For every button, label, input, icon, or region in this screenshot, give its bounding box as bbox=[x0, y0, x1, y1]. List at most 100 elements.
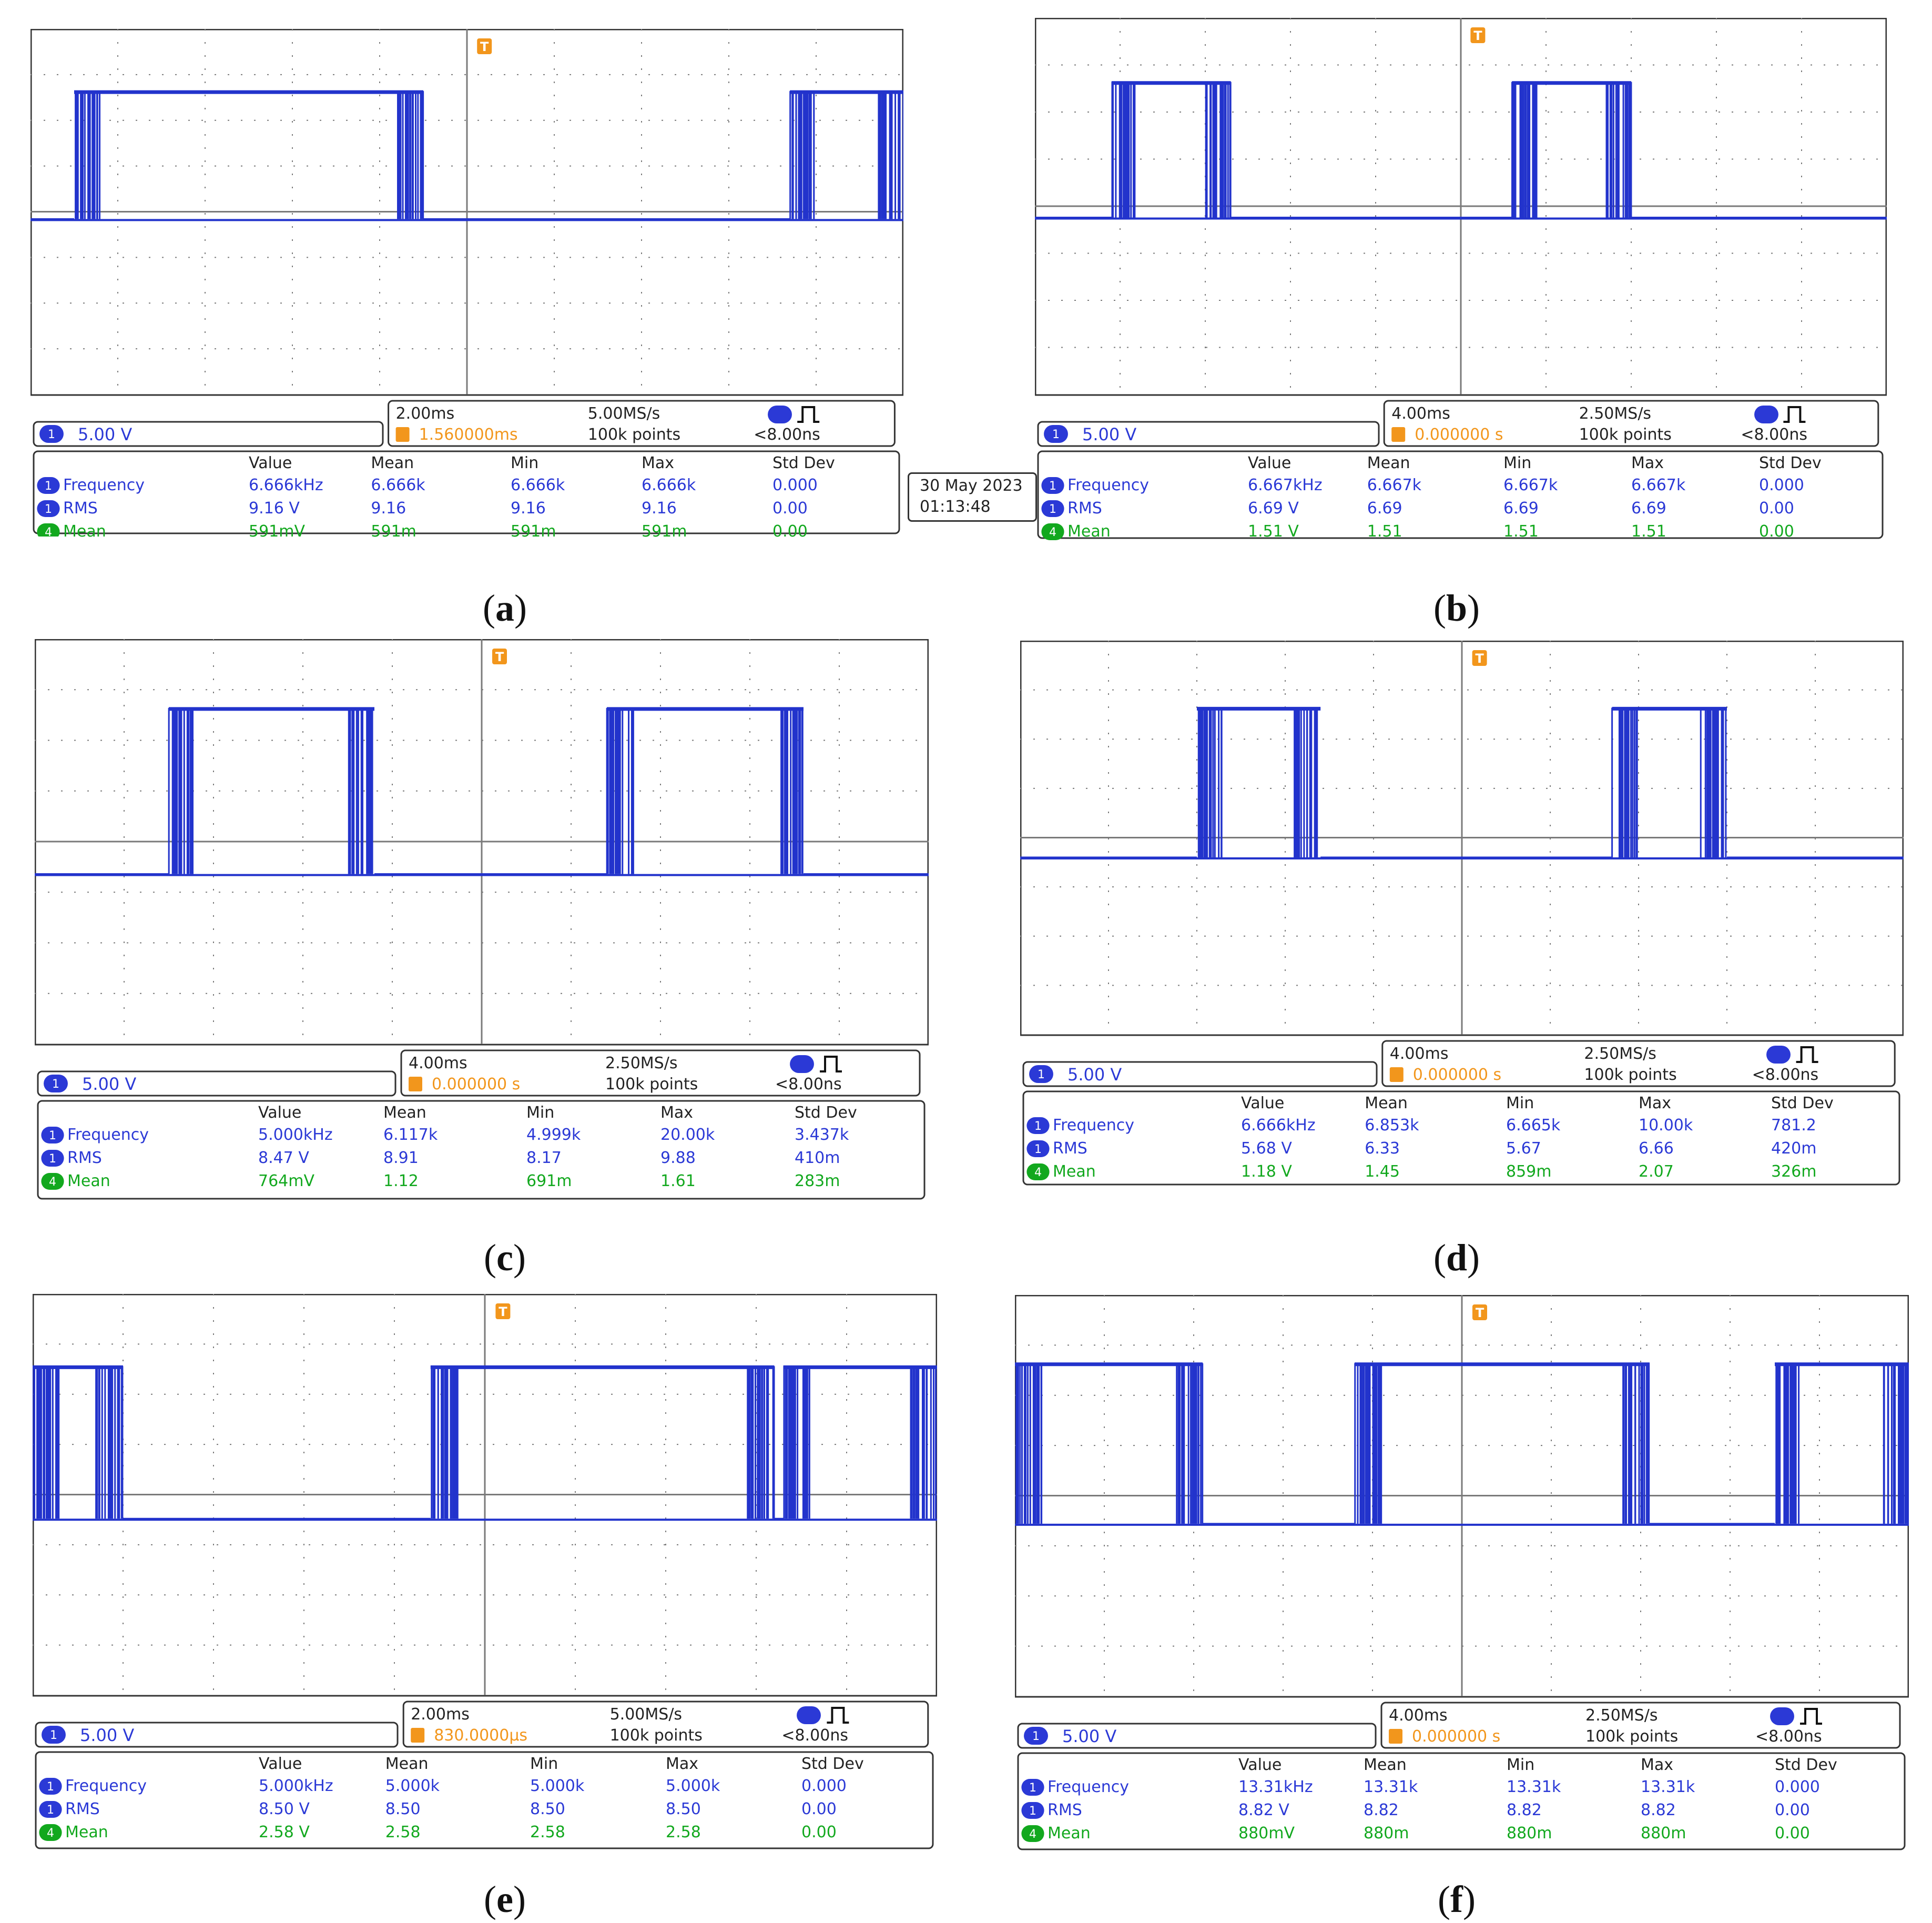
sample-rate-value: 5.00MS/s bbox=[587, 404, 660, 423]
measurement-value: 2.58 bbox=[666, 1823, 701, 1841]
measurement-value: 1.45 bbox=[1365, 1162, 1400, 1181]
measurement-name: RMS bbox=[67, 1149, 102, 1167]
caption-letter: b bbox=[1446, 587, 1468, 629]
trigger-threshold-value: <8.00ns bbox=[775, 1075, 842, 1094]
trigger-delay-value: 0.000000 s bbox=[432, 1075, 521, 1094]
record-length-value: 100k points bbox=[587, 426, 681, 444]
caption-letter: e bbox=[496, 1878, 513, 1920]
measurement-value: 0.000 bbox=[1759, 476, 1804, 494]
graticule-grid bbox=[30, 29, 903, 394]
channel-badge-icon bbox=[42, 1726, 66, 1744]
measurement-value: 6.69 bbox=[1367, 499, 1402, 518]
measurement-value: 8.50 bbox=[385, 1800, 421, 1818]
pulse-edge-icon bbox=[1800, 1708, 1822, 1725]
channel-badge-icon bbox=[1770, 1707, 1794, 1725]
measurement-header: Std Dev bbox=[1775, 1756, 1837, 1774]
measurement-value: 0.00 bbox=[1759, 499, 1794, 518]
channel-scale-box bbox=[1017, 1723, 1377, 1749]
measurement-name: RMS bbox=[63, 499, 98, 518]
measurement-header: Mean bbox=[371, 454, 414, 472]
sample-rate-value: 2.50MS/s bbox=[1584, 1045, 1656, 1063]
measurement-value: 764mV bbox=[258, 1172, 315, 1190]
measurement-value: 326m bbox=[1771, 1162, 1817, 1181]
caption-f: (f) bbox=[1438, 1878, 1476, 1920]
graticule-grid bbox=[1015, 1295, 1909, 1696]
channel-badge-icon bbox=[39, 425, 64, 443]
measurement-name: Frequency bbox=[1067, 476, 1149, 494]
channel-badge-icon bbox=[1026, 1117, 1050, 1134]
measurement-value: 8.82 bbox=[1364, 1801, 1399, 1819]
channel-badge-icon bbox=[39, 1824, 62, 1841]
measurement-header: Std Dev bbox=[772, 454, 835, 472]
measurement-value: 0.00 bbox=[1759, 522, 1794, 541]
measurement-value: 0.000 bbox=[772, 476, 818, 494]
caption-letter: f bbox=[1450, 1878, 1463, 1920]
measurement-value: 880m bbox=[1364, 1824, 1409, 1843]
channel-badge-icon bbox=[1044, 425, 1068, 443]
measurement-value: 5.68 V bbox=[1241, 1139, 1292, 1158]
channel-scale-value: 5.00 V bbox=[78, 424, 133, 444]
measurement-value: 6.69 bbox=[1503, 499, 1539, 518]
horizontal-settings-box bbox=[1381, 1040, 1896, 1087]
measurement-header: Std Dev bbox=[1759, 454, 1822, 472]
measurement-value: 591mV bbox=[249, 522, 306, 541]
measurement-name: RMS bbox=[1067, 499, 1102, 518]
measurement-value: 591m bbox=[371, 522, 416, 541]
measurement-name: Frequency bbox=[63, 476, 145, 494]
measurement-header: Min bbox=[511, 454, 539, 472]
measurement-name: Mean bbox=[63, 522, 106, 541]
trigger-T-icon: T bbox=[492, 649, 507, 664]
svg-text:1: 1 bbox=[1029, 1782, 1036, 1795]
channel-scale-box bbox=[35, 1722, 399, 1748]
measurement-value: 2.58 bbox=[385, 1823, 421, 1841]
svg-text:1: 1 bbox=[47, 1804, 54, 1817]
svg-text:T: T bbox=[499, 1304, 507, 1319]
channel-badge-icon bbox=[37, 500, 60, 517]
channel-scale-value: 5.00 V bbox=[1067, 1065, 1122, 1085]
measurement-name: Frequency bbox=[1053, 1116, 1134, 1135]
channel-badge-icon bbox=[797, 1706, 821, 1724]
trigger-delay-value: 1.560000ms bbox=[419, 426, 518, 444]
measurement-header: Mean bbox=[385, 1755, 429, 1773]
svg-text:T: T bbox=[1473, 28, 1482, 43]
graticule-grid bbox=[1020, 641, 1904, 1035]
trigger-threshold-value: <8.00ns bbox=[781, 1726, 848, 1745]
measurement-value: 8.50 bbox=[530, 1800, 565, 1818]
graticule-grid bbox=[1035, 18, 1887, 394]
channel-badge-icon bbox=[1754, 406, 1778, 423]
trigger-threshold-value: <8.00ns bbox=[754, 426, 820, 444]
measurement-header: Max bbox=[1639, 1094, 1672, 1112]
measurement-value: 0.00 bbox=[772, 522, 808, 541]
measurement-value: 6.667kHz bbox=[1248, 476, 1323, 494]
pulse-edge-icon bbox=[797, 406, 820, 423]
measurement-value: 9.16 bbox=[511, 499, 546, 518]
channel-badge-icon bbox=[768, 406, 792, 423]
measurement-value: 2.58 V bbox=[259, 1823, 310, 1841]
record-length-value: 100k points bbox=[605, 1075, 698, 1094]
measurement-value: 591m bbox=[511, 522, 556, 541]
horizontal-settings-box bbox=[400, 1049, 921, 1097]
measurement-value: 2.58 bbox=[530, 1823, 565, 1841]
measurement-value: 13.31k bbox=[1641, 1778, 1695, 1796]
svg-text:T: T bbox=[495, 650, 504, 664]
measurement-value: 0.00 bbox=[1775, 1824, 1810, 1843]
measurement-value: 8.47 V bbox=[258, 1149, 309, 1167]
measurement-name: Mean bbox=[1048, 1824, 1091, 1843]
trigger-threshold-value: <8.00ns bbox=[1752, 1066, 1819, 1084]
horizontal-settings-box bbox=[402, 1701, 929, 1748]
measurement-name: Frequency bbox=[67, 1126, 149, 1144]
measurement-header: Min bbox=[530, 1755, 558, 1773]
measurement-value: 6.69 bbox=[1631, 499, 1666, 518]
svg-text:1: 1 bbox=[1038, 1068, 1045, 1081]
measurement-value: 13.31kHz bbox=[1238, 1778, 1313, 1796]
measurement-value: 859m bbox=[1506, 1162, 1552, 1181]
measurement-value: 8.91 bbox=[383, 1149, 419, 1167]
measurement-name: Mean bbox=[1053, 1162, 1096, 1181]
measurement-value: 8.82 bbox=[1507, 1801, 1542, 1819]
measurement-value: 8.50 V bbox=[259, 1800, 310, 1818]
svg-text:4: 4 bbox=[49, 1176, 56, 1189]
